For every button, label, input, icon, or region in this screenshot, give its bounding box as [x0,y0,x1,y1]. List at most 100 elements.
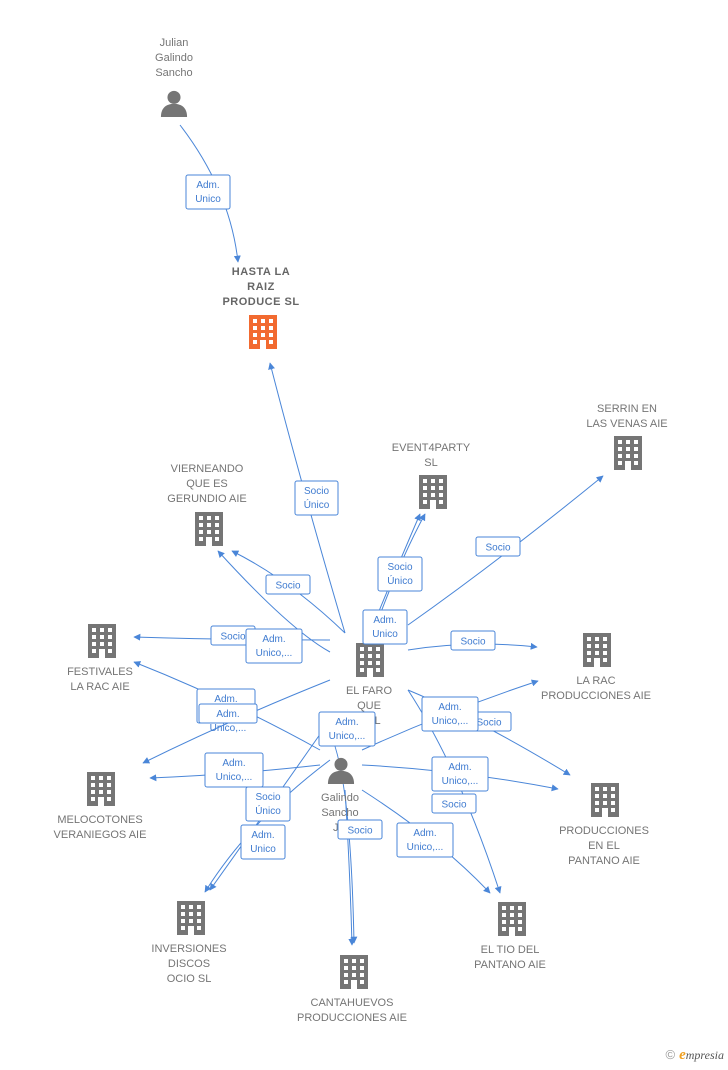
node-label-line[interactable]: PRODUCE SL [222,296,299,308]
node-label-line[interactable]: QUE ES [186,478,228,490]
building-icon[interactable] [87,772,115,806]
edge-role-label[interactable]: Adm.Unico,... [421,696,479,732]
node-pantano[interactable]: PRODUCCIONES EN EL PANTANO AIE [559,783,649,867]
node-cantahuevos[interactable]: CANTAHUEVOS PRODUCCIONES AIE [297,955,407,1024]
building-icon[interactable] [591,783,619,817]
building-icon[interactable] [614,436,642,470]
node-larac[interactable]: LA RAC PRODUCCIONES AIE [541,633,651,702]
edge-role-text: Adm. [438,702,461,713]
edge-role-label[interactable]: Adm.Unico,... [245,628,303,664]
edge-role-label[interactable]: Adm.Unico,... [431,756,489,792]
node-label-line[interactable]: PRODUCCIONES AIE [297,1012,407,1024]
node-label-line[interactable]: PRODUCCIONES AIE [541,690,651,702]
node-label-line[interactable]: QUE [357,700,381,712]
node-festivales[interactable]: FESTIVALES LA RAC AIE [67,624,133,693]
node-label-line[interactable]: EN EL [588,840,620,852]
building-icon[interactable] [177,901,205,935]
node-label-line[interactable]: Sancho [155,67,192,79]
edge-role-box [294,480,339,516]
edge-role-text: Adm. [251,830,274,841]
building-icon[interactable] [583,633,611,667]
building-icon[interactable] [340,955,368,989]
node-label-line[interactable]: LA RAC AIE [70,681,129,693]
edge-role-text: Socio [275,581,300,592]
edge-role-box [431,793,477,814]
building-icon[interactable] [88,624,116,658]
node-label-line[interactable]: PANTANO AIE [474,959,546,971]
edge-role-box [265,574,311,595]
node-label-line[interactable]: Julian [160,37,189,49]
edge-role-box [337,819,383,840]
node-label-line[interactable]: EL FARO [346,685,392,697]
node-hasta[interactable]: HASTA LA RAIZ PRODUCE SL [222,266,299,349]
node-label-line[interactable]: Galindo [321,792,359,804]
node-serrin[interactable]: SERRIN EN LAS VENAS AIE [586,403,668,470]
node-label-line[interactable]: Sancho [321,807,358,819]
node-label-line[interactable]: HASTA LA [232,266,290,278]
edge-role-label[interactable]: Adm. Unico [362,609,408,645]
edge-role-label[interactable]: Adm.Unico,... [318,711,376,747]
node-label-line[interactable]: CANTAHUEVOS [311,997,394,1009]
node-eltio[interactable]: EL TIO DEL PANTANO AIE [474,902,546,971]
edge-line [204,759,331,893]
node-label-line[interactable]: VIERNEANDO [171,463,244,475]
edge-role-box [396,822,454,858]
node-inversiones[interactable]: INVERSIONES DISCOS OCIO SL [151,901,227,985]
node-label-line[interactable]: PANTANO AIE [568,855,640,867]
node-label-line[interactable]: PRODUCCIONES [559,825,649,837]
node-label-line[interactable]: RAIZ [247,281,275,293]
edge-role-box [431,756,489,792]
edge-role-box [198,703,258,724]
node-label-line[interactable]: SERRIN EN [597,403,657,415]
node-label-line[interactable]: Galindo [155,52,193,64]
node-label-line[interactable]: EL TIO DEL [481,944,540,956]
node-label-line[interactable]: GERUNDIO AIE [167,493,246,505]
person-icon[interactable] [160,90,188,117]
edge-role-text: Adm. [262,634,285,645]
node-label-line[interactable]: SL [424,457,437,469]
node-label-line[interactable]: EVENT4PARTY [392,442,471,454]
edge-role-box [362,609,408,645]
building-icon[interactable] [498,902,526,936]
edge-role-label[interactable]: Adm.Unico,... [204,752,264,788]
edge-role-box [475,536,521,557]
edge-role-text: Socio [220,632,245,643]
edge-role-label[interactable]: Socio [450,630,496,651]
node-label-line[interactable]: OCIO SL [167,973,212,985]
building-icon[interactable] [419,475,447,509]
edge-role-label[interactable]: Socio [431,793,477,814]
edge-role-text: Adm. [373,615,396,626]
building-icon[interactable] [356,643,384,677]
edge-line [344,789,356,946]
node-vierneando[interactable]: VIERNEANDO QUE ES GERUNDIO AIE [167,463,247,546]
edge-role-label[interactable]: Socio [337,819,383,840]
edge-role-text: Socio [304,486,329,497]
building-icon[interactable] [249,315,277,349]
node-label-line[interactable]: LAS VENAS AIE [586,418,667,430]
node-label-line[interactable]: LA RAC [576,675,615,687]
edge-role-label[interactable]: Socio [265,574,311,595]
edge-role-label[interactable]: Adm.Unico [185,174,231,210]
node-label-line[interactable]: FESTIVALES [67,666,133,678]
edge-role-label[interactable]: Socio [475,536,521,557]
edge-role-label[interactable]: Adm.Unico,... [396,822,454,858]
node-label-line[interactable]: MELOCOTONES [57,814,142,826]
edge-role-text: Socio [347,826,372,837]
building-icon[interactable] [195,512,223,546]
node-label-line[interactable]: DISCOS [168,958,210,970]
edge-role-label[interactable]: Adm.Unico [240,824,286,860]
person-icon[interactable] [327,757,355,784]
edge-role-text: Unico [372,629,398,640]
node-event4party[interactable]: EVENT4PARTY SL [392,442,471,509]
edge-role-text: Único [255,804,281,817]
edge-role-text: Adm. [214,694,237,705]
node-label-line[interactable]: INVERSIONES [151,943,226,955]
edge-role-label[interactable]: Adm.Unico,... [198,703,258,734]
node-melocotones[interactable]: MELOCOTONES VERANIEGOS AIE [54,772,147,841]
node-label-line[interactable]: VERANIEGOS AIE [54,829,147,841]
